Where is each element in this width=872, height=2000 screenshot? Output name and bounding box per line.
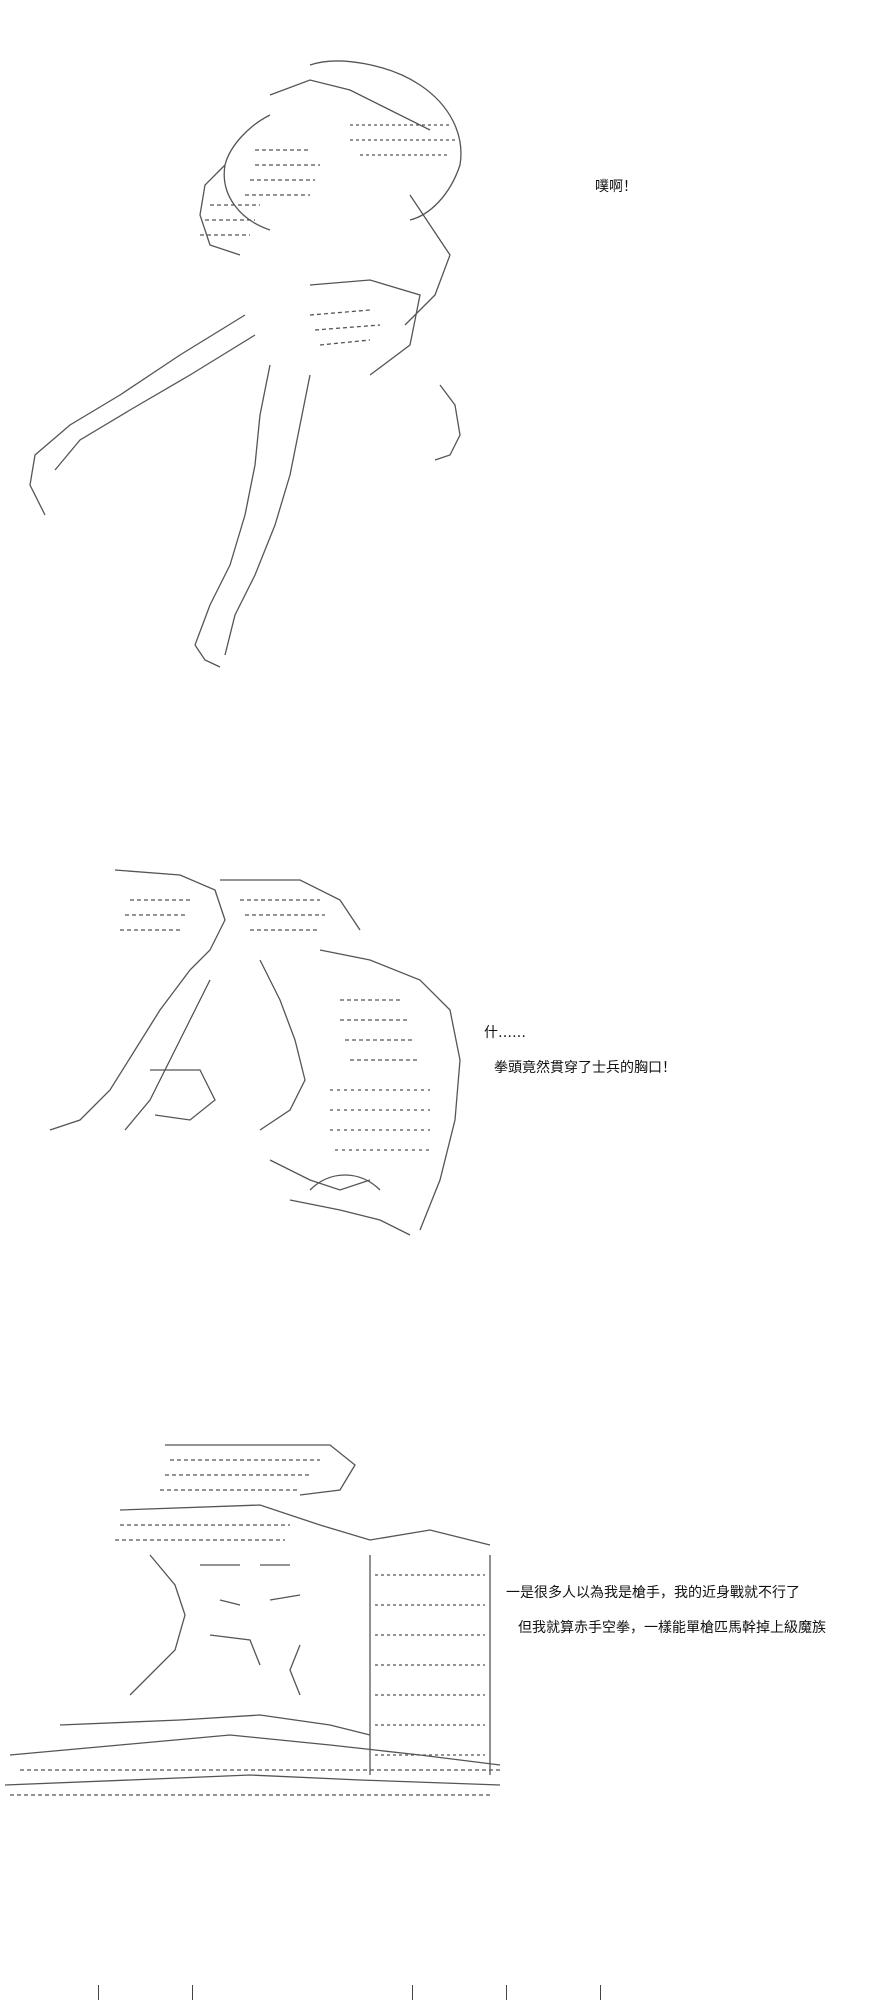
panel-2-ascii-art: [49, 869, 461, 1236]
panel-3-dialogue-2: 但我就算赤手空拳，一樣能單槍匹馬幹掉上級魔族: [518, 1620, 826, 1636]
panel-2-dialogue-2: 拳頭竟然貫穿了士兵的胸口！: [494, 1060, 676, 1076]
panel-3-ascii-art: [4, 1444, 501, 1796]
crop-mark: [506, 1985, 507, 2000]
crop-mark: [412, 1985, 413, 2000]
crop-mark: [192, 1985, 193, 2000]
panel-3-dialogue-1: 一是很多人以為我是槍手，我的近身戰就不行了: [506, 1585, 800, 1601]
panel-1-dialogue: 噗啊！: [595, 179, 637, 195]
panel-1-ascii-art: [29, 60, 462, 668]
crop-mark: [98, 1985, 99, 2000]
crop-mark: [600, 1985, 601, 2000]
bottom-crop-marks: [0, 1985, 872, 2000]
panel-2-dialogue-1: 什……: [484, 1025, 526, 1041]
